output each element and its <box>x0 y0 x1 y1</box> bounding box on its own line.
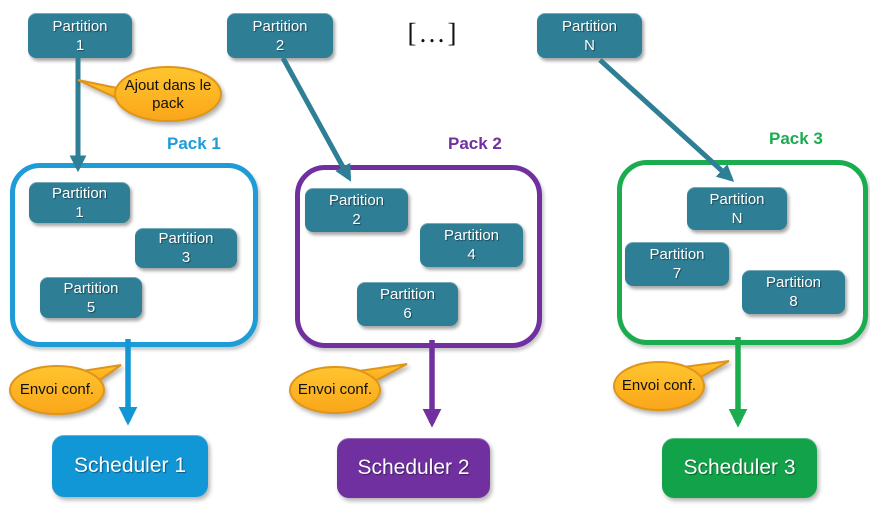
partition-label-line: Partition <box>379 286 436 303</box>
partition-label-line: 8 <box>789 293 798 310</box>
pack1-partition-5: Partition 5 <box>40 277 142 318</box>
pack1-partition-1: Partition 1 <box>29 182 130 223</box>
partition-label-line: Partition <box>709 190 765 208</box>
pack3-partition-7: Partition 7 <box>625 242 729 286</box>
pack3-partition-n: Partition N <box>687 187 787 230</box>
source-partition-2: Partition 2 <box>227 13 333 58</box>
partition-label-line: 4 <box>467 246 476 263</box>
scheduler1-box: Scheduler 1 <box>52 435 208 497</box>
partition-label-line: Partition <box>51 184 108 202</box>
partition-label-line: 7 <box>672 265 682 282</box>
ellipsis-label: […] <box>407 18 459 48</box>
partition-label-line: 2 <box>352 211 361 228</box>
pack3-partition-8: Partition 8 <box>742 270 845 314</box>
partition-label-line: 1 <box>75 36 85 54</box>
partition-label-line: Partition <box>52 17 108 35</box>
partition-label-line: Partition <box>765 274 822 291</box>
source-partition-n: Partition N <box>537 13 642 58</box>
callout-line: pack <box>152 95 184 112</box>
partition-label-line: 1 <box>75 203 84 221</box>
callout-line: Ajout dans le <box>124 77 212 94</box>
pack2-partition-2: Partition 2 <box>305 188 408 232</box>
pack3-label: Pack 3 <box>769 129 823 148</box>
partition-label-line: 6 <box>403 305 412 322</box>
partition-label-line: 3 <box>181 249 191 266</box>
pack2-container: Partition 2 Partition 4 Partition 6 <box>295 165 542 348</box>
callout-text-envoi-1: Envoi conf. <box>19 381 95 398</box>
callout-text-ajout: Ajout dans le pack <box>118 77 218 113</box>
pack1-label: Pack 1 <box>167 134 221 153</box>
pack3-container: Partition N Partition 7 Partition 8 <box>617 160 868 345</box>
scheduler2-box: Scheduler 2 <box>337 438 490 498</box>
partition-label-line: Partition <box>252 17 308 35</box>
partition-label-line: Partition <box>649 246 705 263</box>
callout-text-envoi-2: Envoi conf. <box>297 381 373 398</box>
callout-text-envoi-3: Envoi conf. <box>621 377 697 394</box>
source-partition-1: Partition 1 <box>28 13 132 58</box>
partition-label-line: Partition <box>63 279 119 297</box>
partition-label-line: Partition <box>328 192 385 209</box>
arrow-partition2-to-pack2 <box>280 56 352 182</box>
partition-label-line: Partition <box>561 17 618 35</box>
pack1-container: Partition 1 Partition 3 Partition 5 <box>10 163 258 347</box>
pack2-label: Pack 2 <box>448 134 502 153</box>
scheduler3-box: Scheduler 3 <box>662 438 817 498</box>
pack2-partition-4: Partition 4 <box>420 223 523 267</box>
partition-label-line: Partition <box>158 230 214 247</box>
partition-label-line: Partition <box>443 227 500 244</box>
pack2-partition-6: Partition 6 <box>357 282 458 326</box>
partition-label-line: N <box>584 36 595 54</box>
partition-label-line: 2 <box>275 36 285 54</box>
pack1-partition-3: Partition 3 <box>135 228 237 268</box>
partition-label-line: N <box>731 209 743 227</box>
partition-label-line: 5 <box>86 298 96 316</box>
